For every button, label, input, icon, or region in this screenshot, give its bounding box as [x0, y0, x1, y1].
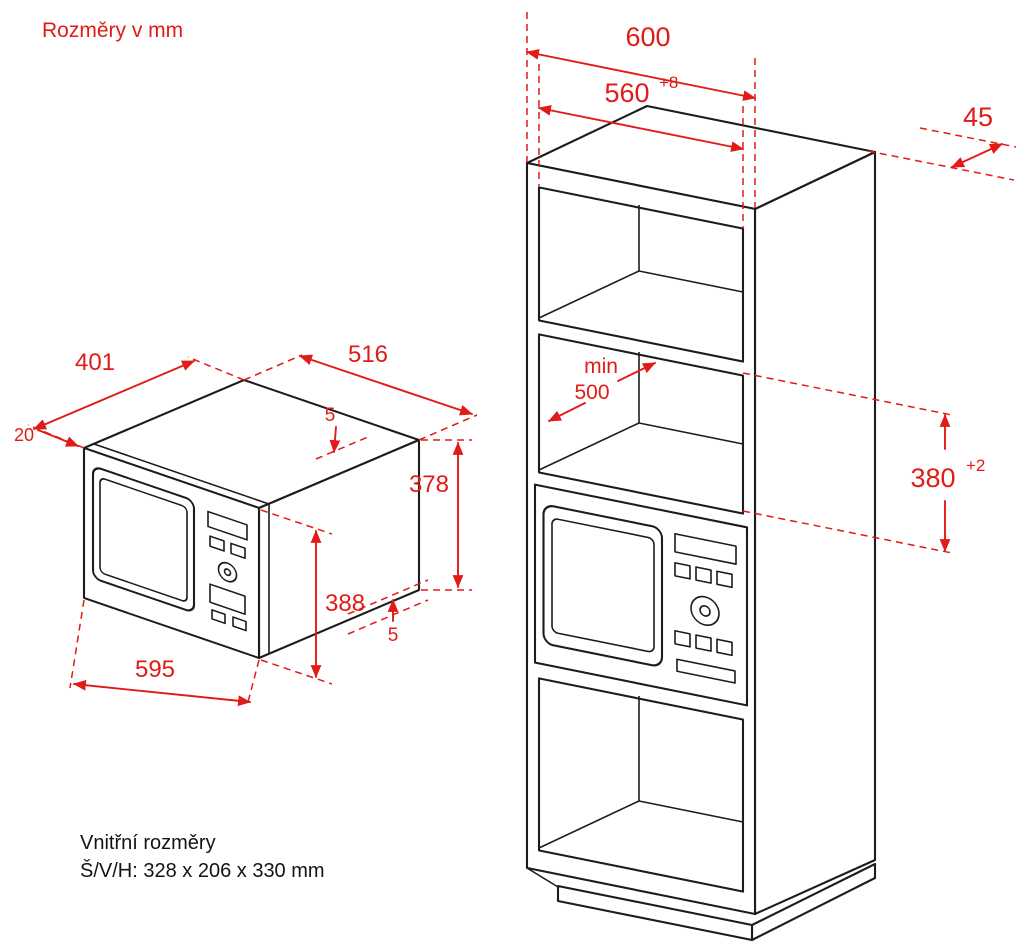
microwave-button	[232, 616, 247, 632]
microwave-button	[209, 535, 225, 552]
cabinet-plinth-front	[556, 884, 754, 942]
cabinet-opening-bottom	[537, 677, 745, 893]
dim-frame-width-label: 595	[135, 656, 175, 683]
dim-frame-height-label: 388	[325, 590, 365, 617]
microwave-display	[207, 510, 248, 541]
cabinet-plinth-connector	[526, 867, 559, 888]
dim-depth-label: 401	[75, 349, 115, 376]
builtin-microwave-label-plate	[676, 658, 736, 684]
dim-line-frame-width	[72, 679, 252, 707]
cabinet-drawing: 600 560 +8 45 min 500 380 +2	[525, 12, 1017, 942]
cabinet-dimensions: 600 560 +8 45 min 500 380 +2	[525, 12, 1017, 554]
compartment-niche-floor	[538, 352, 744, 471]
builtin-microwave-button	[695, 566, 712, 584]
microwave-door-window-inner	[99, 478, 188, 602]
dim-line-niche-width	[537, 105, 745, 152]
dim-line-cabinet-width	[525, 49, 757, 101]
microwave-dimensions: 401 20 516 5 378 388 5	[14, 341, 478, 707]
cabinet-opening-top	[537, 186, 745, 363]
dim-min-depth-prefix: min	[584, 355, 618, 378]
dim-niche-width-label: 560	[604, 78, 649, 108]
cabinet-interiors	[538, 205, 744, 849]
internal-dimensions-title: Vnitřní rozměry	[80, 832, 216, 854]
dim-arrow-min-depth-rear	[617, 362, 656, 382]
extension-line	[867, 127, 1017, 181]
internal-dimensions-note: Vnitřní rozměry Š/V/H: 328 x 206 x 330 m…	[80, 832, 325, 882]
builtin-microwave-front	[533, 483, 749, 707]
microwave-knob-dot	[223, 568, 232, 577]
microwave-knob	[217, 561, 238, 583]
builtin-microwave-window-inner	[551, 518, 655, 653]
dim-arrow-top-gap	[329, 426, 341, 454]
extension-line	[347, 579, 429, 635]
internal-dimensions-values: Š/V/H: 328 x 206 x 330 mm	[80, 859, 325, 882]
extension-line	[243, 354, 478, 441]
dim-arrow-min-depth-front	[548, 402, 586, 422]
dim-niche-height-label: 380	[910, 463, 955, 493]
microwave-front-face	[82, 446, 261, 660]
microwave-frame-step	[93, 443, 270, 654]
units-note: Rozměry v mm	[42, 19, 183, 42]
dim-line-rear-gap	[951, 143, 1003, 168]
compartment-top-floor	[538, 205, 744, 319]
dim-niche-height-tolerance: +2	[966, 456, 985, 475]
extension-line	[421, 439, 472, 591]
builtin-microwave-button	[695, 634, 712, 652]
builtin-microwave-button	[716, 638, 733, 657]
dim-rear-gap-label: 45	[963, 102, 993, 132]
builtin-microwave-knob-dot	[699, 604, 711, 617]
builtin-microwave-display	[674, 533, 737, 565]
extension-line	[315, 436, 369, 460]
builtin-microwave-button	[674, 630, 691, 648]
dim-frame-offset-label: 20	[14, 425, 34, 445]
cabinet-right-face	[753, 150, 877, 916]
dim-line-depth	[33, 360, 195, 430]
dim-min-depth-value: 500	[574, 381, 609, 404]
microwave-button	[230, 542, 246, 560]
microwave-drawing: 401 20 516 5 378 388 5	[14, 341, 478, 707]
dim-bottom-gap-label: 5	[388, 625, 399, 646]
compartment-bottom-floor	[538, 696, 744, 849]
microwave-lower-panel	[209, 583, 246, 616]
dim-top-gap-label: 5	[325, 405, 336, 426]
dim-niche-width-tolerance: +8	[659, 73, 678, 92]
dim-cabinet-width-label: 600	[625, 22, 670, 52]
builtin-microwave-knob	[690, 595, 720, 626]
dim-line-body-width	[298, 354, 474, 416]
builtin-microwave-button	[716, 570, 733, 589]
dim-body-height-label: 378	[409, 471, 449, 498]
dim-arrow-frame-offset	[37, 429, 80, 447]
microwave-button	[211, 609, 226, 625]
builtin-microwave-button	[674, 562, 691, 580]
cabinet-front-face	[525, 161, 757, 916]
dim-body-width-label: 516	[348, 341, 388, 368]
